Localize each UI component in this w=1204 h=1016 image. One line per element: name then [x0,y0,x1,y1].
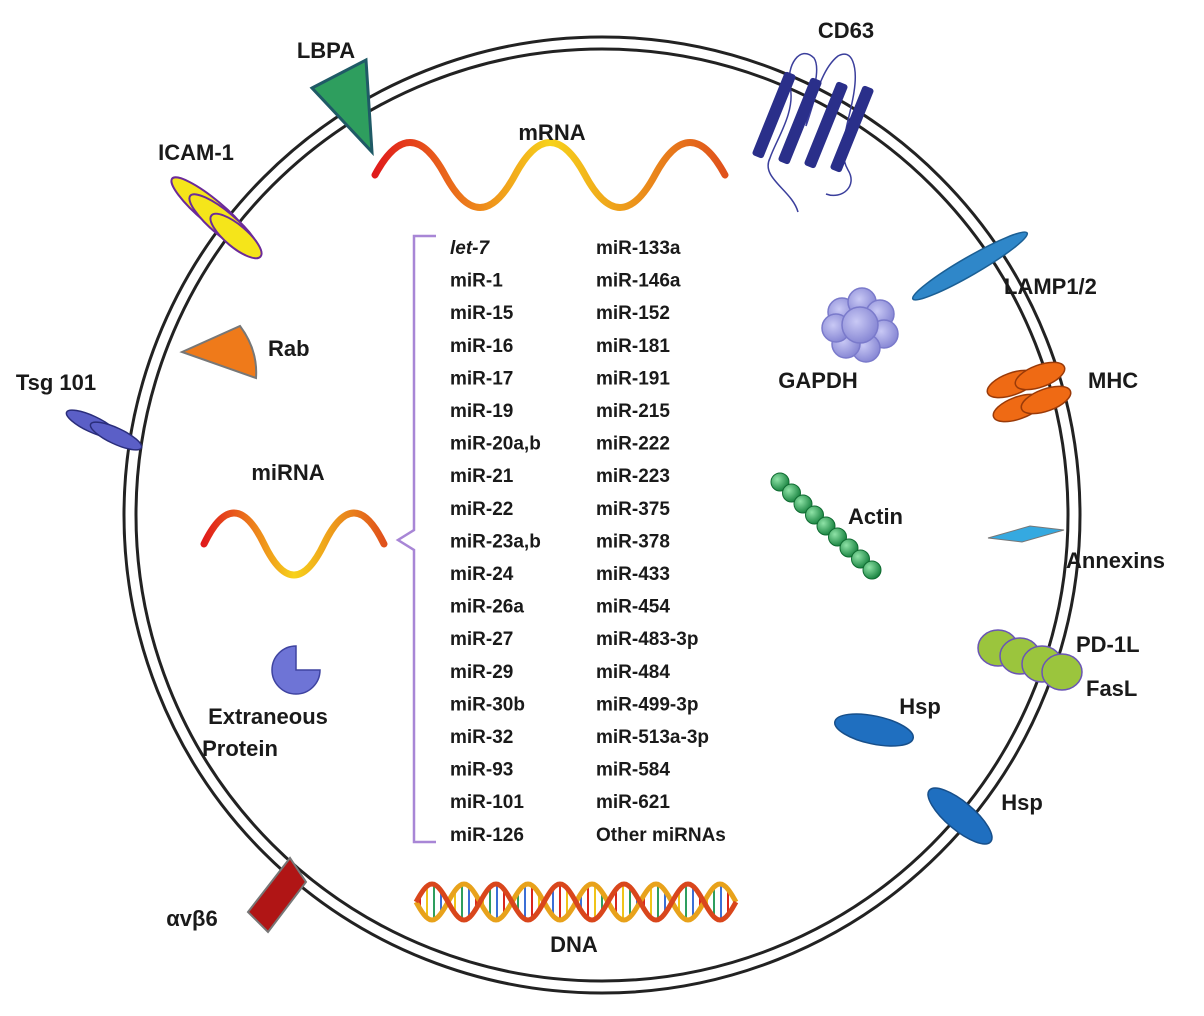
mirna-item: miR-27 [450,629,513,650]
mirna-item: miR-17 [450,368,513,389]
hsp-outer-ellipse-icon [927,787,993,845]
mirna-item: miR-215 [596,401,670,422]
mirna-item: miR-146a [596,271,681,292]
mirna-item: miR-191 [596,368,670,389]
actin-bead [828,527,847,547]
mhc-ellipse-pair-icon [986,361,1072,423]
mirna-item: miR-375 [596,499,670,520]
mirna-item: miR-23a,b [450,531,541,552]
mirna-item: miR-126 [450,825,524,846]
annexins-diamond-icon [987,525,1065,543]
mirna-item: miR-29 [450,662,513,683]
dna-double-helix-icon [413,881,739,923]
mirna-item: miR-93 [450,760,513,781]
actin-bead [851,549,870,569]
pd1l-overlapping-disks-icon [977,629,1083,691]
mirna-item: miR-21 [450,466,514,487]
mirna-item: miR-223 [596,466,670,487]
icam1-stacked-ellipses-icon [170,176,263,260]
extraneous-label-line2: Protein [202,736,278,761]
lbpa-label: LBPA [297,38,355,63]
mirna-item: miR-621 [596,792,670,813]
actin-label: Actin [848,504,903,529]
lamp-ellipse-icon [911,231,1029,301]
mrna-wave-icon [371,139,729,211]
avb6-trapezoid-icon [246,856,308,934]
annexins-label: Annexins [1066,548,1165,573]
fasl-label: FasL [1086,676,1137,701]
actin-bead [782,483,801,503]
tsg101-label: Tsg 101 [16,370,96,395]
mirna-list-left: let-7 miR-1 miR-15 miR-16 miR-17 miR-19 miR-20… [450,238,541,846]
mirna-item: miR-433 [596,564,670,585]
mirna-item: miR-483-3p [596,629,698,650]
mirna-item: miR-26a [450,597,524,618]
hsp-inner-ellipse-icon [834,713,914,747]
mirna-item: miR-101 [450,792,524,813]
actin-bead [816,516,836,536]
avb6-label: αvβ6 [166,906,217,931]
rab-label: Rab [268,336,310,361]
lbpa-triangle-icon [309,57,374,157]
tsg101-ellipse-pair-icon [65,409,143,451]
actin-bead [862,560,882,580]
mirna-item: miR-22 [450,499,513,520]
mrna-label: mRNA [518,120,585,145]
mirna-item: miR-513a-3p [596,727,709,748]
mirna-label: miRNA [251,460,324,485]
rab-fan-shape-icon [179,324,258,380]
mirna-wave-icon [200,509,388,579]
actin-bead [839,538,859,558]
mirna-item: miR-454 [596,597,670,618]
cd63-label: CD63 [818,18,874,43]
actin-bead-chain-icon [770,472,882,580]
mirna-item: miR-20a,b [450,434,541,455]
gapdh-label: GAPDH [778,368,857,393]
mirna-item: miR-15 [450,303,514,324]
mirna-item: miR-152 [596,303,670,324]
icam1-label: ICAM-1 [158,140,234,165]
mirna-item: miR-584 [596,760,670,781]
cd63-tetraspanin-icon [767,52,856,213]
hsp-inner-label: Hsp [899,694,941,719]
gapdh-flower-blob-icon [821,287,899,363]
mirna-item: miR-181 [596,336,670,357]
actin-bead [793,494,813,514]
mirna-item: miR-222 [596,434,670,455]
mirna-item: miR-1 [450,271,503,292]
mirna-list-right: miR-133a miR-146a miR-152 miR-181 miR-191 miR… [596,238,726,846]
mirna-item: miR-16 [450,336,513,357]
extraneous-pie-cutout-icon [271,645,321,695]
cd63-helix-bars [752,71,874,173]
actin-bead [805,505,824,525]
mirna-item: let-7 [450,238,491,259]
extraneous-label-line1: Extraneous [208,704,328,729]
actin-bead [770,472,790,492]
mirna-item: miR-19 [450,401,513,422]
mirna-item: Other miRNAs [596,825,726,846]
mirna-item: miR-484 [596,662,670,683]
mirna-bracket [395,234,436,844]
mirna-item: miR-378 [596,531,670,552]
hsp-outer-label: Hsp [1001,790,1043,815]
mhc-label: MHC [1088,368,1138,393]
mirna-item: miR-133a [596,238,681,259]
pd1l-label: PD-1L [1076,632,1140,657]
dna-strand [413,881,739,923]
mirna-item: miR-32 [450,727,513,748]
lamp-label: LAMP1/2 [1004,274,1097,299]
dna-label: DNA [550,932,598,957]
mirna-item: miR-499-3p [596,694,698,715]
mirna-item: miR-30b [450,694,525,715]
vesicle-membrane [122,35,1082,995]
mirna-item: miR-24 [450,564,514,585]
